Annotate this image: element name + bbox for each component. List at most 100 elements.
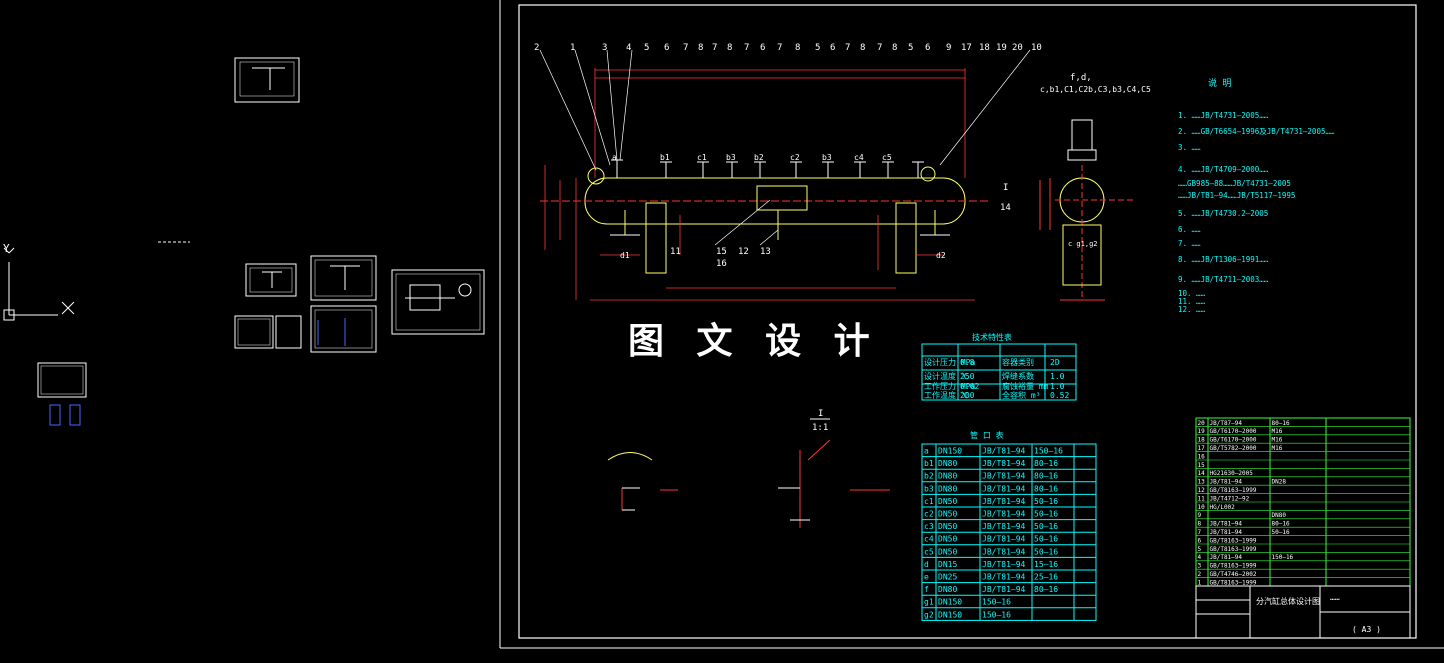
- title-block: 分汽缸总体设计图 …… ( A3 ): [1195, 585, 1411, 639]
- nozzle-table-cell: 50—16: [1034, 497, 1058, 506]
- vessel-nozzles: [610, 159, 950, 236]
- svg-text:a: a: [612, 153, 617, 162]
- parts-list-cell: GB/T8163—1999: [1210, 546, 1257, 553]
- parts-list-cell: M16: [1272, 445, 1283, 452]
- side-view-title-1: f,d,: [1070, 73, 1092, 83]
- svg-text:焊缝系数: 焊缝系数: [1002, 371, 1034, 381]
- watermark: 图 文 设 计: [628, 321, 880, 362]
- nozzle-table-cell: 150—16: [982, 610, 1011, 619]
- nozzle-table-cell: c5: [924, 547, 934, 556]
- balloon: 7: [877, 43, 882, 53]
- vessel-front-view[interactable]: [540, 166, 990, 274]
- detail-weld-sketches: [607, 439, 890, 528]
- parts-list-cell: 16: [1198, 453, 1206, 460]
- balloon: 6: [664, 43, 669, 53]
- svg-text:10. ……: 10. ……: [1178, 289, 1206, 298]
- parts-list-cell: 15: [1198, 462, 1206, 469]
- parts-list-cell: DN28: [1272, 479, 1287, 486]
- sheet-size: ( A3 ): [1352, 625, 1381, 634]
- svg-text:2D: 2D: [1050, 358, 1060, 367]
- nozzle-table-cell: 150—16: [982, 598, 1011, 607]
- balloon: 19: [996, 43, 1007, 53]
- svg-text:0.52: 0.52: [1050, 391, 1069, 400]
- parts-list-cell: 12: [1198, 487, 1206, 494]
- parts-list-cell: 8: [1198, 521, 1202, 528]
- nozzle-table-cell: g2: [924, 610, 934, 619]
- parts-list-cell: DN80: [1272, 512, 1287, 519]
- svg-text:c5: c5: [882, 153, 892, 162]
- svg-text:2. ……GB/T6654—1996及JB/T4731—2: 2. ……GB/T6654—1996及JB/T4731—2005……: [1178, 127, 1335, 136]
- svg-text:1.0: 1.0: [1050, 372, 1065, 381]
- nozzle-table-cell: DN50: [938, 510, 957, 519]
- parts-list-cell: 14: [1198, 470, 1206, 477]
- nozzle-table-cell: DN50: [938, 522, 957, 531]
- parts-list-cell: 80—16: [1272, 420, 1290, 427]
- model-thumbnails[interactable]: [37, 57, 485, 398]
- nozzle-table-cell: JB/T81—94: [982, 447, 1026, 456]
- balloon: 11: [670, 247, 681, 257]
- svg-text:1.0: 1.0: [1050, 382, 1065, 391]
- svg-text:6. ……: 6. ……: [1178, 225, 1201, 234]
- nozzle-table-cell: JB/T81—94: [982, 497, 1026, 506]
- balloon: 8: [860, 43, 865, 53]
- svg-text:设计压力 MPa: 设计压力 MPa: [924, 357, 975, 367]
- parts-list-cell: 17: [1198, 445, 1206, 452]
- svg-text:12. ……: 12. ……: [1178, 305, 1206, 314]
- nozzle-table-cell: JB/T81—94: [982, 510, 1026, 519]
- svg-text:7. ……: 7. ……: [1178, 239, 1201, 248]
- parts-list-cell: GB/T4746—2002: [1210, 571, 1257, 578]
- parts-list-cell: 7: [1198, 529, 1202, 536]
- drawing-frame: [518, 4, 1417, 639]
- parts-list-cell: GB/T8163—1999: [1210, 537, 1257, 544]
- svg-text:工作压力 MPa: 工作压力 MPa: [924, 381, 975, 391]
- vessel-side-view[interactable]: [1039, 119, 1135, 301]
- nozzle-table-cell: 80—16: [1034, 472, 1058, 481]
- balloon: 14: [1000, 203, 1011, 213]
- nozzle-table-title: 管 口 表: [970, 430, 1004, 440]
- notes-title: 说 明: [1208, 77, 1231, 89]
- parts-list-cell: 1: [1198, 579, 1202, 586]
- nozzle-table-cell: DN80: [938, 459, 957, 468]
- svg-text:8. ……JB/T1306—1991……: 8. ……JB/T1306—1991……: [1178, 255, 1269, 264]
- vessel-dimension-lines: [544, 68, 975, 301]
- nozzle-table-cell: 80—16: [1034, 585, 1058, 594]
- balloon: 20: [1012, 43, 1023, 53]
- svg-text:5. ……JB/T4730.2—2005: 5. ……JB/T4730.2—2005: [1178, 209, 1268, 218]
- technical-notes: 说 明 1. ……JB/T4731—2005…… 2. ……GB/T6654—1…: [1178, 77, 1335, 314]
- balloon: 15: [716, 247, 727, 257]
- balloon: 7: [683, 43, 688, 53]
- parts-list-cell: 9: [1198, 512, 1202, 519]
- ucs-y-label: Y: [3, 242, 10, 255]
- nozzle-labels: a b1 c1 b2 b3 c2 b3 c4 c5 d1 d2: [612, 153, 946, 260]
- svg-text:c1: c1: [697, 153, 707, 162]
- nozzle-table-cell: 80—16: [1034, 459, 1058, 468]
- title-block-org: ……: [1330, 593, 1340, 602]
- parts-list-cell: JB/T81—94: [1210, 479, 1243, 486]
- balloon: 2: [534, 43, 539, 53]
- svg-text:4. ……JB/T4709—2000……: 4. ……JB/T4709—2000……: [1178, 165, 1269, 174]
- nozzle-table-cell: JB/T81—94: [982, 522, 1026, 531]
- parts-list-cell: HG21630—2005: [1210, 470, 1254, 477]
- balloon: 8: [727, 43, 732, 53]
- nozzle-table-cell: DN15: [938, 560, 957, 569]
- svg-text:d1: d1: [620, 251, 630, 260]
- design-table: 设计压力 MPa 0.8 容器类别 2D 设计温度 ℃ 250 焊缝系数 1.0…: [921, 343, 1077, 401]
- balloon: 9: [946, 43, 951, 53]
- balloon: 13: [760, 247, 771, 257]
- parts-list-cell: 4: [1198, 554, 1202, 561]
- balloon: 8: [698, 43, 703, 53]
- title-block-name: 分汽缸总体设计图: [1256, 596, 1320, 606]
- nozzle-table-cell: b3: [924, 484, 934, 493]
- svg-text:容器类别: 容器类别: [1002, 357, 1034, 367]
- parts-list-cell: 6: [1198, 537, 1202, 544]
- nozzle-table-cell: c4: [924, 535, 934, 544]
- parts-list-cell: JB/T4712—92: [1210, 495, 1250, 502]
- parts-list-cell: GB/T6170—2000: [1210, 428, 1257, 435]
- nozzle-table-cell: b1: [924, 459, 934, 468]
- nozzle-table-cell: a: [924, 447, 929, 456]
- parts-list-cell: GB/T6170—2000: [1210, 437, 1257, 444]
- side-view-title-2: c,b1,C1,C2b,C3,b3,C4,C5: [1040, 85, 1151, 94]
- nozzle-table-cell: 50—16: [1034, 535, 1058, 544]
